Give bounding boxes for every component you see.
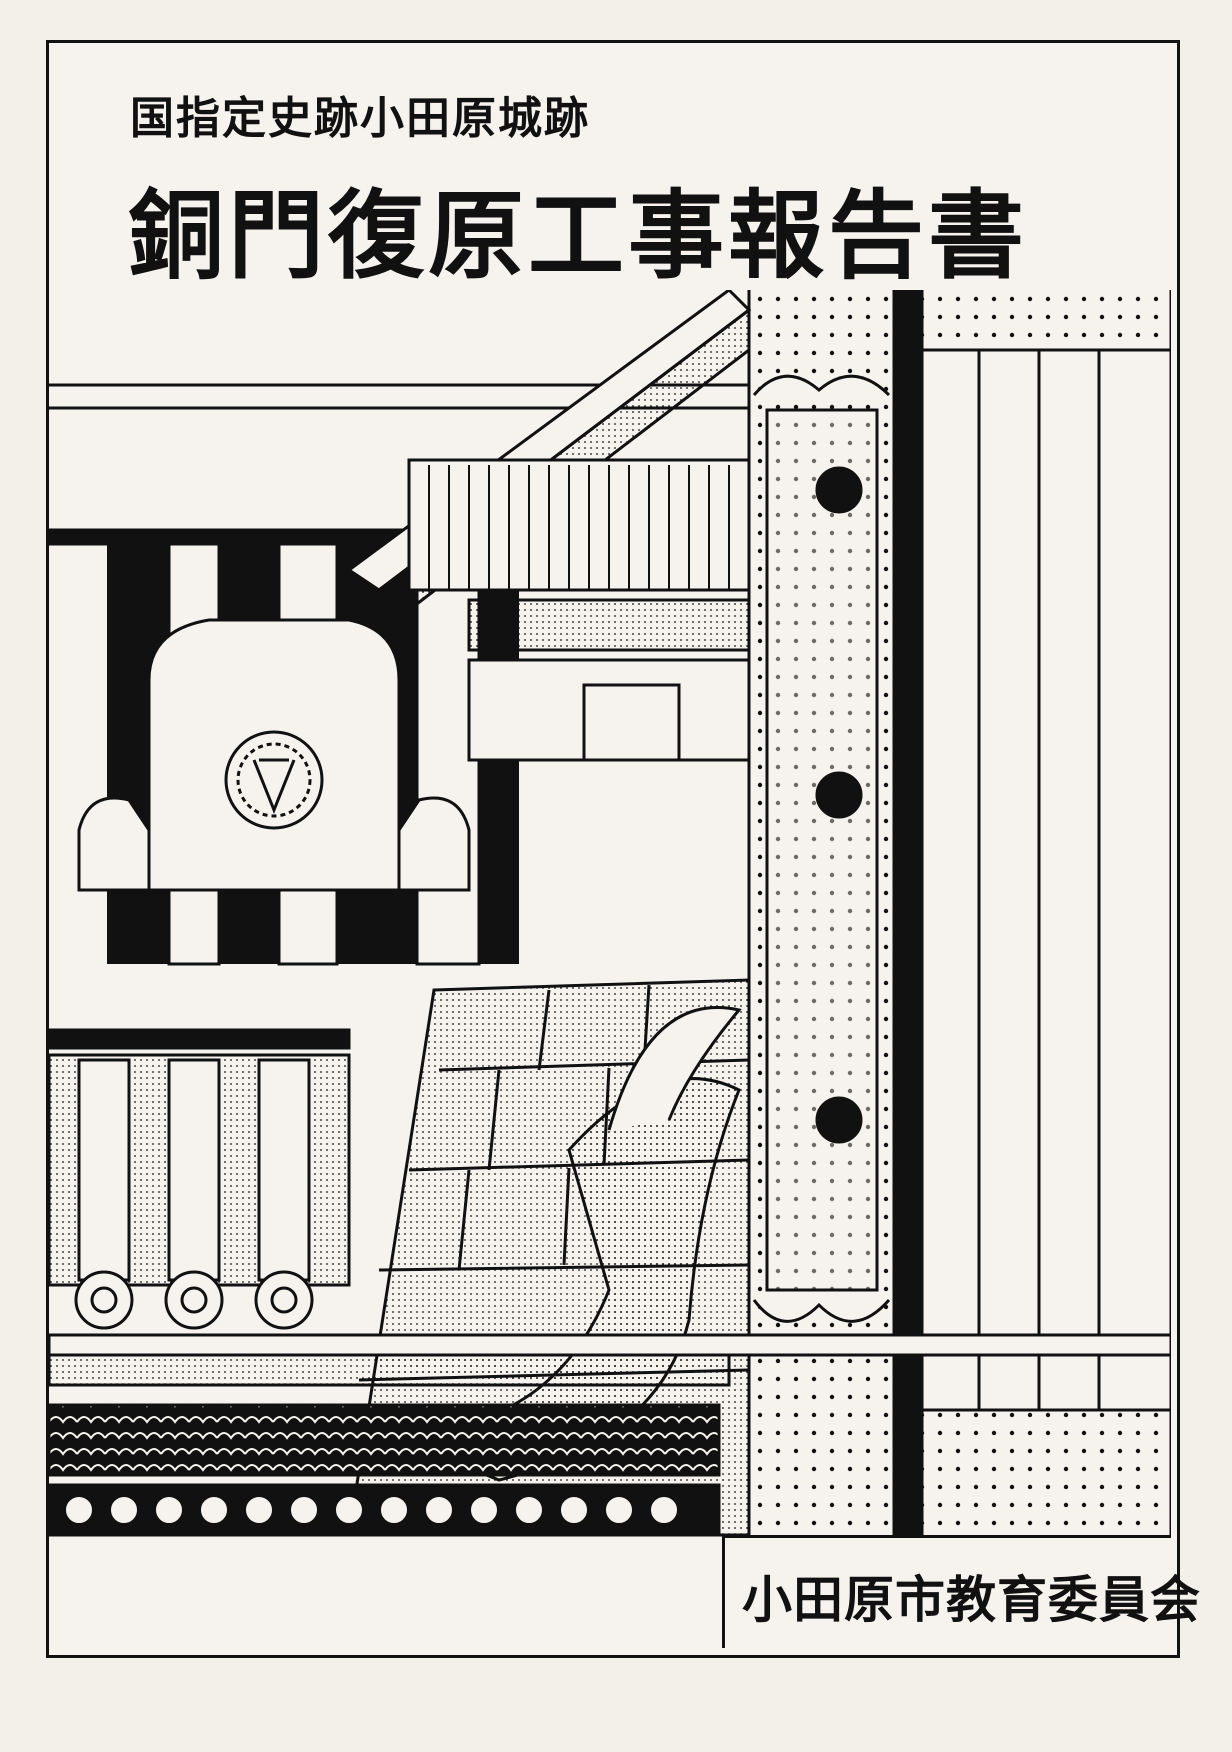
right-panels <box>892 290 1171 1542</box>
publisher-box <box>722 1535 1171 1648</box>
gate-illustration <box>49 290 1171 1542</box>
publisher-name: 小田原市教育委員会 <box>742 1571 1201 1629</box>
roof <box>346 290 752 762</box>
cover-subtitle: 国指定史跡小田原城跡 <box>130 93 590 144</box>
cover-title: 銅門復原工事報告書 <box>128 180 1028 292</box>
rosettes <box>66 1497 677 1523</box>
crest-tile <box>77 618 471 892</box>
round-tiles <box>49 1028 351 1330</box>
gate-door <box>747 290 896 1542</box>
base-band <box>49 1333 1171 1537</box>
